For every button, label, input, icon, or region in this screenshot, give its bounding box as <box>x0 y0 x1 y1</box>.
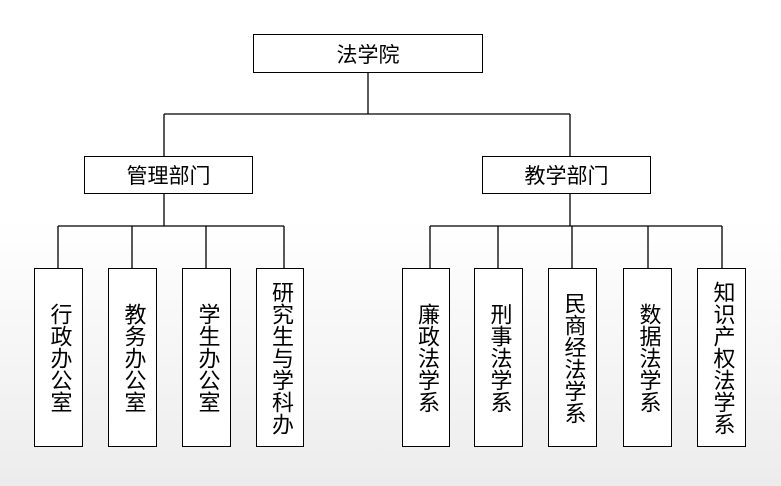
root-node: 法学院 <box>253 34 483 73</box>
unit-label: 数据法学系 <box>635 302 661 413</box>
unit-ip-law-dept: 知识产权法学系 <box>697 268 746 447</box>
unit-admin-office: 行政办公室 <box>34 268 83 447</box>
unit-criminal-law-dept: 刑事法学系 <box>474 268 523 447</box>
unit-label: 刑事法学系 <box>486 302 512 413</box>
unit-student-office: 学生办公室 <box>182 268 231 447</box>
unit-academic-affairs-office: 教务办公室 <box>108 268 157 447</box>
unit-label: 教务办公室 <box>120 302 146 413</box>
unit-integrity-law-dept: 廉政法学系 <box>402 268 450 447</box>
department-label: 教学部门 <box>524 164 609 188</box>
unit-label: 研究生与学科办 <box>268 280 293 435</box>
unit-data-law-dept: 数据法学系 <box>623 268 672 447</box>
unit-label: 学生办公室 <box>194 302 220 413</box>
unit-label: 廉政法学系 <box>414 302 439 413</box>
department-teaching: 教学部门 <box>482 156 651 194</box>
department-management: 管理部门 <box>84 156 253 194</box>
unit-label: 知识产权法学系 <box>709 280 735 435</box>
unit-graduate-office: 研究生与学科办 <box>256 268 304 447</box>
unit-civil-commercial-law-dept: 民商经法学系 <box>548 268 597 447</box>
unit-label: 民商经法学系 <box>560 291 586 424</box>
unit-label: 行政办公室 <box>46 302 72 413</box>
root-label: 法学院 <box>336 42 400 67</box>
department-label: 管理部门 <box>126 164 211 188</box>
